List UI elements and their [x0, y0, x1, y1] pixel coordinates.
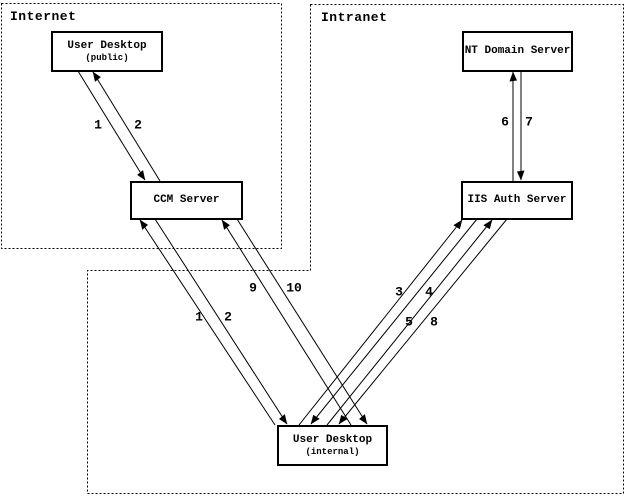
node-user-desktop-public: User Desktop (public) [51, 31, 163, 72]
node-iis-auth-server: IIS Auth Server [461, 181, 573, 220]
node-user-desktop-public-title: User Desktop [67, 39, 147, 52]
edge-label-step2-public: 2 [134, 117, 142, 133]
edge-line-public-to-ccm-step1 [77, 70, 146, 181]
internet-zone-label: Internet [10, 9, 77, 24]
edge-label-step2-internal: 2 [224, 309, 232, 325]
node-ccm-server: CCM Server [130, 181, 243, 220]
node-user-desktop-internal-title: User Desktop [292, 433, 373, 446]
edge-label-step8: 8 [430, 314, 438, 330]
node-user-desktop-internal: User Desktop (internal) [277, 425, 388, 466]
node-nt-domain-server-title: NT Domain Server [464, 44, 571, 57]
node-nt-domain-server: NT Domain Server [462, 31, 573, 72]
internet-zone-outline [1, 3, 282, 249]
edge-label-step9: 9 [249, 280, 257, 296]
edge-line-internal-to-ccm-step9 [221, 219, 352, 426]
edge-line-ccm-to-internal-step2 [154, 218, 288, 425]
edge-line-internal-to-iis-step5 [326, 219, 493, 426]
edge-label-step10: 10 [286, 280, 302, 296]
edge-label-step5: 5 [405, 314, 413, 330]
edge-label-step6: 6 [501, 114, 509, 130]
intranet-zone-outline [87, 4, 624, 494]
edge-line-iis-to-internal-step4 [310, 218, 478, 425]
edge-line-internal-to-ccm-step1 [139, 219, 276, 426]
edge-line-internal-to-iis-step3 [298, 219, 463, 426]
edge-line-ccm-to-public-step2 [92, 71, 161, 182]
intranet-zone-label: Intranet [321, 10, 388, 25]
node-iis-auth-server-title: IIS Auth Server [467, 193, 567, 206]
edge-label-step1-internal: 1 [195, 309, 203, 325]
node-ccm-server-title: CCM Server [153, 193, 220, 206]
edge-label-step1-public: 1 [94, 117, 102, 133]
edge-label-step7: 7 [525, 114, 533, 130]
edge-line-iis-to-internal-step8 [338, 218, 508, 425]
edge-line-ccm-to-internal-step10 [236, 218, 368, 425]
edge-label-step4: 4 [425, 284, 433, 300]
edge-label-step3: 3 [395, 284, 403, 300]
node-user-desktop-public-subtitle: (public) [85, 52, 129, 63]
node-user-desktop-internal-subtitle: (internal) [305, 446, 360, 457]
